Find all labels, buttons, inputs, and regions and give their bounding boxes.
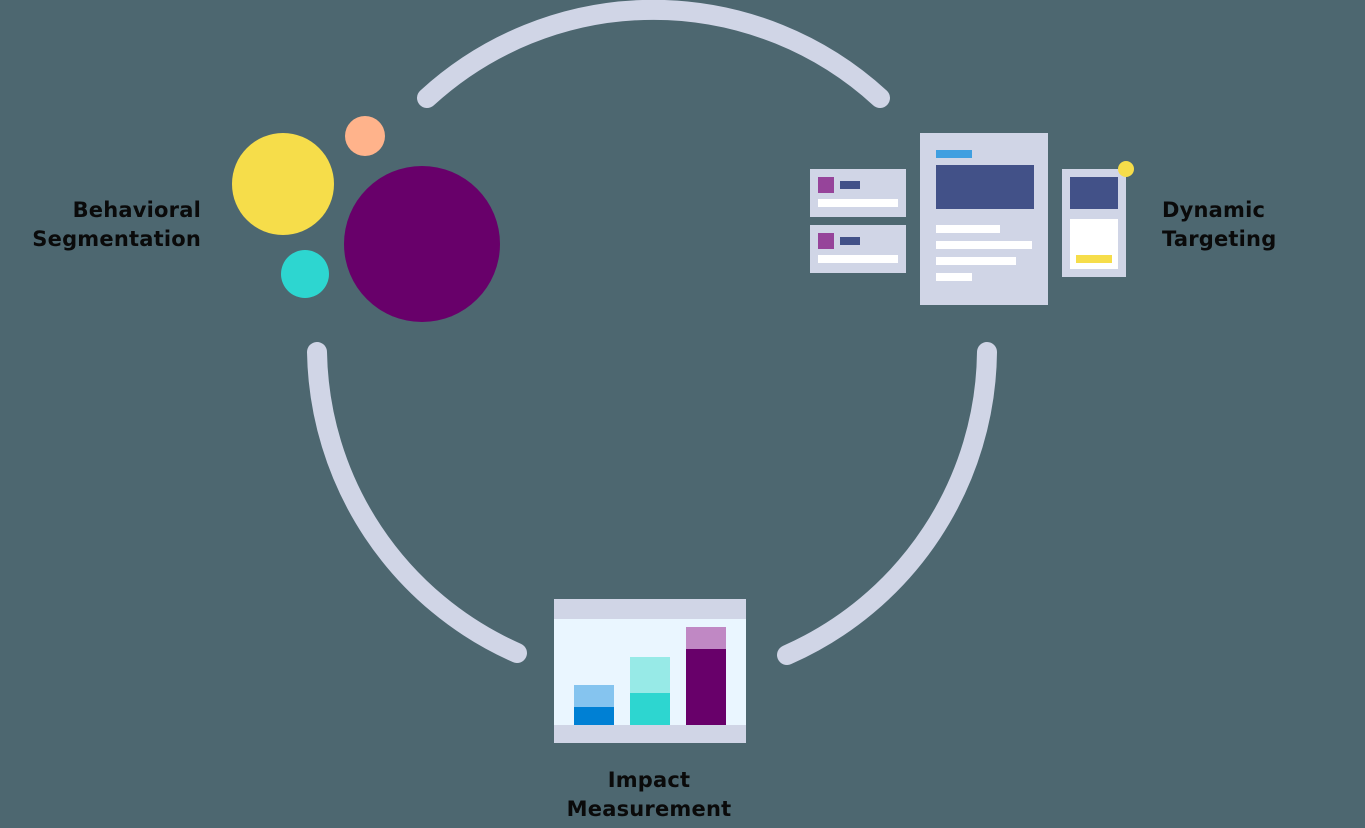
content-cards-icon: [810, 133, 1134, 305]
bar-2: [630, 657, 670, 725]
stage-label-impact-measurement: Impact Measurement: [549, 766, 749, 824]
bubble-cluster-icon: [232, 116, 500, 322]
arc-right: [777, 342, 997, 665]
stage-label-line2: Segmentation: [32, 227, 201, 251]
arc-left: [307, 342, 527, 663]
document-card: [920, 133, 1048, 305]
stage-label-dynamic-targeting: Dynamic Targeting: [1162, 196, 1276, 254]
stage-label-line1: Behavioral: [72, 198, 201, 222]
teal-bubble: [281, 250, 329, 298]
stage-label-line2: Measurement: [566, 797, 732, 821]
stage-label-line2: Targeting: [1162, 227, 1277, 251]
stage-label-line1: Dynamic: [1162, 198, 1266, 222]
cycle-ring: [307, 0, 997, 665]
bar-3: [686, 627, 726, 725]
bar-1: [574, 685, 614, 725]
yellow-bubble: [232, 133, 334, 235]
purple-bubble: [344, 166, 500, 322]
small-card-1: [810, 169, 906, 217]
arc-top: [417, 0, 890, 108]
mobile-card: [1062, 161, 1134, 277]
stage-label-line1: Impact: [607, 768, 691, 792]
notification-dot-icon: [1118, 161, 1134, 177]
stage-label-behavioral-segmentation: Behavioral Segmentation: [32, 196, 201, 254]
peach-bubble: [345, 116, 385, 156]
bar-chart-icon: [554, 599, 746, 743]
small-card-2: [810, 225, 906, 273]
